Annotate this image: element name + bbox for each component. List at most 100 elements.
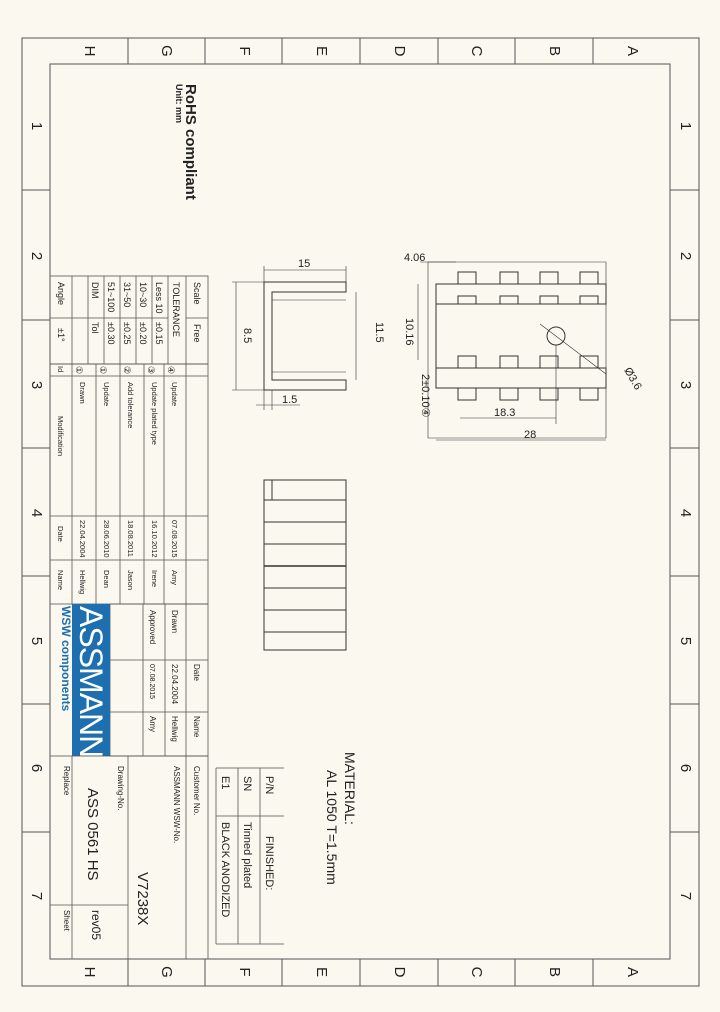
border-letter-g-bottom: G bbox=[158, 966, 175, 978]
outer-frame bbox=[21, 37, 700, 987]
rev-id-2: ② bbox=[122, 366, 132, 374]
border-letter-b-top: B bbox=[546, 46, 563, 56]
pn-label: P/N bbox=[263, 776, 275, 794]
border-letter-b-bottom: B bbox=[546, 967, 563, 977]
border-number-6-right: 6 bbox=[677, 764, 694, 772]
border-number-1-left: 1 bbox=[28, 122, 45, 130]
logo-sub: WSW components bbox=[59, 606, 73, 712]
border-letter-e-bottom: E bbox=[313, 967, 330, 977]
border-letter-h-bottom: H bbox=[81, 967, 98, 978]
border-number-4-right: 4 bbox=[677, 509, 694, 517]
border-number-4-left: 4 bbox=[28, 509, 45, 517]
finish-table bbox=[215, 767, 284, 945]
dim-fin-a: 4.06 bbox=[404, 252, 425, 264]
rev-text-4: Drawn bbox=[78, 382, 87, 404]
rev-id-4: ① bbox=[74, 366, 84, 374]
border-letter-g-top: G bbox=[158, 45, 175, 57]
unit-label: Unit: mm bbox=[174, 84, 184, 123]
assmann-label: ASSMANN WSW-No. bbox=[172, 766, 181, 843]
sheet-label: Sheet bbox=[62, 910, 71, 932]
border-number-6-left: 6 bbox=[28, 764, 45, 772]
u-channel-view bbox=[232, 266, 357, 410]
tol-range-1: 10~30 bbox=[138, 282, 148, 307]
approval-date-label: Date bbox=[192, 664, 201, 681]
tol-value-0: ±0.15 bbox=[154, 322, 164, 344]
row-ticks bbox=[22, 189, 699, 833]
rev-footer-date: Date bbox=[56, 526, 65, 542]
material-value: AL 1050 T=1.5mm bbox=[324, 770, 340, 885]
finish-code-0: SN bbox=[241, 776, 253, 791]
border-letter-f-top: F bbox=[236, 46, 253, 55]
border-number-1-right: 1 bbox=[677, 122, 694, 130]
dim-inner: 11.5 bbox=[373, 322, 385, 343]
border-number-7-left: 7 bbox=[28, 892, 45, 900]
border-letter-c-top: C bbox=[468, 46, 485, 57]
rev-value: rev05 bbox=[89, 910, 103, 940]
rev-date-1: 16.10.2012 bbox=[150, 520, 159, 558]
finish-code-1: E1 bbox=[219, 776, 231, 789]
border-letter-a-top: A bbox=[624, 46, 641, 56]
border-letter-h-top: H bbox=[81, 46, 98, 57]
rev-footer-id: Id bbox=[56, 366, 65, 372]
rev-date-3: 28.06.2010 bbox=[102, 520, 111, 558]
border-letter-a-bottom: A bbox=[624, 967, 641, 977]
customer-label: Customer No. bbox=[192, 766, 201, 815]
heatsink-fin-view bbox=[417, 261, 607, 441]
rev-id-0: ④ bbox=[166, 366, 176, 374]
border-letter-d-top: D bbox=[391, 46, 408, 57]
tolerance-label: TOLERANCE bbox=[171, 282, 181, 337]
rev-id-1: ③ bbox=[146, 366, 156, 374]
rev-text-1: Update plated type bbox=[150, 382, 159, 445]
rohs-label: RoHS compliant bbox=[182, 84, 199, 200]
fin-stack-view bbox=[263, 479, 347, 651]
finish-value-0: Tinned plated bbox=[241, 822, 253, 888]
dim-len-a: 18.3 bbox=[494, 407, 515, 419]
border-letter-c-bottom: C bbox=[468, 967, 485, 978]
tol-value-5: ±1° bbox=[56, 328, 66, 342]
border-number-5-left: 5 bbox=[28, 637, 45, 645]
tol-value-3: ±0.30 bbox=[106, 322, 116, 344]
rev-date-4: 22.04.2004 bbox=[78, 520, 87, 558]
dim-slot: 2±0.10④ bbox=[419, 374, 431, 418]
rev-name-2: Jason bbox=[126, 570, 135, 590]
scale-label: Scale bbox=[192, 282, 202, 305]
drawing-label: Drawing-No. bbox=[116, 766, 125, 810]
rev-name-4: Hellwig bbox=[78, 570, 87, 594]
tol-range-2: 31~50 bbox=[122, 282, 132, 307]
scale-value: Free bbox=[192, 324, 202, 343]
tol-range-3: 51~100 bbox=[106, 282, 116, 312]
rev-footer-name: Name bbox=[56, 570, 65, 590]
material-title: MATERIAL: bbox=[342, 752, 358, 825]
border-letter-f-bottom: F bbox=[236, 967, 253, 976]
approval-drawn-name: Hellwig bbox=[170, 716, 179, 742]
border-number-7-right: 7 bbox=[677, 892, 694, 900]
rev-id-3: ① bbox=[98, 366, 108, 374]
border-letter-e-top: E bbox=[313, 46, 330, 56]
approval-name-label: Name bbox=[192, 716, 201, 738]
tol-range-0: Less 10 bbox=[154, 282, 164, 314]
drawing-value: ASS 0561 HS bbox=[84, 788, 101, 881]
title-block bbox=[49, 755, 209, 960]
rev-date-2: 18.08.2011 bbox=[126, 520, 135, 557]
approval-approved-label: Approved bbox=[148, 610, 157, 644]
dim-top-width: 15 bbox=[298, 258, 310, 270]
tol-value-2: ±0.25 bbox=[122, 322, 132, 344]
column-ticks bbox=[127, 38, 594, 986]
dim-height-left: 8.5 bbox=[241, 328, 253, 343]
inner-frame bbox=[49, 63, 671, 960]
approval-approved-date: 07.08.2015 bbox=[148, 664, 155, 699]
dim-thickness: 1.5 bbox=[282, 394, 297, 406]
revision-table bbox=[49, 363, 209, 605]
border-letter-d-bottom: D bbox=[391, 967, 408, 978]
tol-value-1: ±0.20 bbox=[138, 322, 148, 344]
rev-text-3: Update bbox=[102, 382, 111, 406]
tol-range-5: Angle bbox=[56, 282, 66, 305]
approval-approved-name: Amy bbox=[148, 716, 157, 732]
rev-date-0: 07.08.2015 bbox=[170, 520, 179, 558]
logo-box bbox=[72, 604, 110, 756]
logo-brand: ASSMANN bbox=[73, 606, 109, 757]
finished-label: FINISHED: bbox=[263, 836, 275, 890]
dim-fin-b: 10.16 bbox=[403, 318, 415, 346]
